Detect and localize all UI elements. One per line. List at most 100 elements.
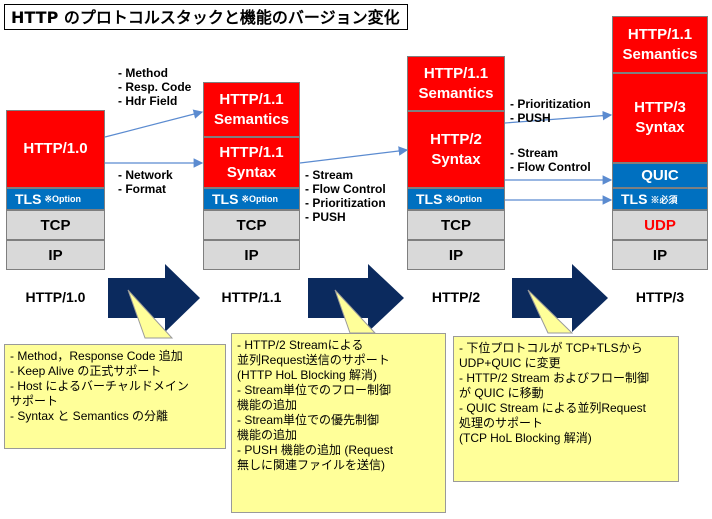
stack-http10-app-label: HTTP/1.0: [23, 140, 88, 157]
version-label-http2: HTTP/2: [431, 289, 481, 305]
tls-label: TLS: [212, 191, 239, 207]
callout-note-http2: - HTTP/2 Streamによる 並列Request送信のサポート (HTT…: [231, 333, 446, 513]
stack-http2-ip: IP: [407, 240, 505, 270]
stack-http3-ip: IP: [612, 240, 708, 270]
transition-label: - Prioritization: [305, 196, 386, 210]
transition-2-labels: - Stream - Flow Control - Prioritization…: [305, 168, 386, 224]
stack-http10-app: HTTP/1.0: [6, 110, 105, 188]
semantics-version: HTTP/1.1: [423, 64, 489, 82]
note-line: - Keep Alive の正式サポート: [10, 364, 162, 378]
note-line: - Host によるバーチャルドメイン: [10, 379, 189, 393]
stack-http10-ip: IP: [6, 240, 105, 270]
semantics-label: Semantics: [213, 110, 290, 128]
stack-http2-tls: TLS※Option: [407, 188, 505, 210]
note-line: - PUSH 機能の追加 (Request: [237, 443, 394, 457]
note-line: - HTTP/2 Stream およびフロー制御: [459, 371, 650, 385]
version-label-http3: HTTP/3: [635, 289, 685, 305]
ip-label: IP: [48, 246, 63, 264]
transition-arrow-2: [308, 264, 404, 332]
transition-label: - Network: [118, 168, 173, 182]
note-line: 機能の追加: [237, 428, 298, 442]
transition-label: - Resp. Code: [118, 80, 192, 94]
transition-label: - Prioritization: [510, 97, 591, 111]
tls-note: ※Option: [241, 193, 278, 204]
note-line: (HTTP HoL Blocking 解消): [237, 368, 378, 382]
tcp-label: TCP: [40, 216, 71, 234]
connector-semantics-3: [504, 110, 613, 124]
transition-label: - PUSH: [305, 210, 346, 224]
note-line: - Syntax と Semantics の分離: [10, 409, 169, 423]
note-line: 無しに関連ファイルを送信): [237, 458, 385, 472]
syntax-label: Syntax: [635, 119, 685, 136]
tcp-label: TCP: [441, 216, 471, 234]
note-line: が QUIC に移動: [459, 386, 544, 400]
note-line: - Stream単位での優先制御: [237, 413, 380, 427]
note-line: 機能の追加: [237, 398, 298, 412]
transition-label: - Stream: [510, 146, 559, 160]
syntax-version: HTTP/3: [634, 99, 686, 116]
quic-label: QUIC: [641, 167, 679, 184]
note-line: - Method，Response Code 追加: [10, 349, 183, 363]
callout-tail-1: [127, 289, 174, 339]
tls-label: TLS: [621, 191, 648, 207]
transition-1-bottom-labels: - Network - Format: [118, 168, 173, 196]
connector-stream-2: [299, 146, 409, 164]
transition-1-top-labels: - Method - Resp. Code - Hdr Field: [118, 66, 191, 108]
syntax-version: HTTP/2: [430, 130, 482, 148]
transition-label: - Flow Control: [305, 182, 386, 196]
page-title: HTTP のプロトコルスタックと機能のバージョン変化: [4, 4, 408, 30]
stack-http3-udp: UDP: [612, 210, 708, 240]
tls-label: TLS: [416, 191, 443, 207]
ip-label: IP: [448, 246, 464, 264]
note-line: 並列Request送信のサポート: [237, 353, 390, 367]
version-label-http10: HTTP/1.0: [25, 289, 86, 305]
transition-label: - Method: [118, 66, 168, 80]
transition-label: - Format: [118, 182, 166, 196]
callout-note-http3: - 下位プロトコルが TCP+TLSから UDP+QUIC に変更 - HTTP…: [453, 336, 679, 482]
stack-http11-tls: TLS※Option: [203, 188, 300, 210]
semantics-label: Semantics: [418, 84, 494, 102]
note-line: - Stream単位でのフロー制御: [237, 383, 392, 397]
note-line: - QUIC Stream による並列Request: [459, 401, 647, 415]
stack-http2-tcp: TCP: [407, 210, 505, 240]
tls-label: TLS: [15, 191, 42, 207]
transition-3-top-labels: - Prioritization - PUSH: [510, 97, 591, 125]
semantics-version: HTTP/1.1: [219, 90, 284, 108]
callout-tail-3: [527, 289, 574, 334]
note-line: サポート: [10, 394, 59, 408]
transition-label: - Hdr Field: [118, 94, 178, 108]
ip-label: IP: [244, 246, 259, 264]
note-line: - 下位プロトコルが TCP+TLSから: [459, 341, 643, 355]
callout-note-http11: - Method，Response Code 追加 - Keep Alive の…: [4, 344, 226, 449]
semantics-version: HTTP/1.1: [627, 25, 693, 43]
stack-http11-tcp: TCP: [203, 210, 300, 240]
transition-arrow-1: [108, 264, 200, 332]
note-line: UDP+QUIC に変更: [459, 356, 561, 370]
ip-label: IP: [652, 246, 668, 264]
transition-arrow-3: [512, 264, 608, 332]
syntax-version: HTTP/1.1: [219, 143, 284, 161]
tcp-label: TCP: [236, 216, 267, 234]
semantics-label: Semantics: [622, 45, 698, 63]
tls-note: ※必須: [650, 194, 678, 205]
note-line: - HTTP/2 Streamによる: [237, 338, 364, 352]
tls-note: ※Option: [445, 193, 482, 204]
syntax-label: Syntax: [226, 163, 277, 181]
stack-http10-tcp: TCP: [6, 210, 105, 240]
transition-label: - Flow Control: [510, 160, 591, 174]
connector-semantics-1: [104, 109, 204, 138]
stack-http10-tls: TLS※Option: [6, 188, 105, 210]
note-line: 処理のサポート: [459, 416, 544, 430]
note-line: (TCP HoL Blocking 解消): [459, 431, 592, 445]
tls-note: ※Option: [44, 193, 81, 204]
udp-label: UDP: [644, 216, 676, 234]
transition-3-bottom-labels: - Stream - Flow Control: [510, 146, 591, 174]
transition-label: - Stream: [305, 168, 354, 182]
version-label-http11: HTTP/1.1: [221, 289, 282, 305]
